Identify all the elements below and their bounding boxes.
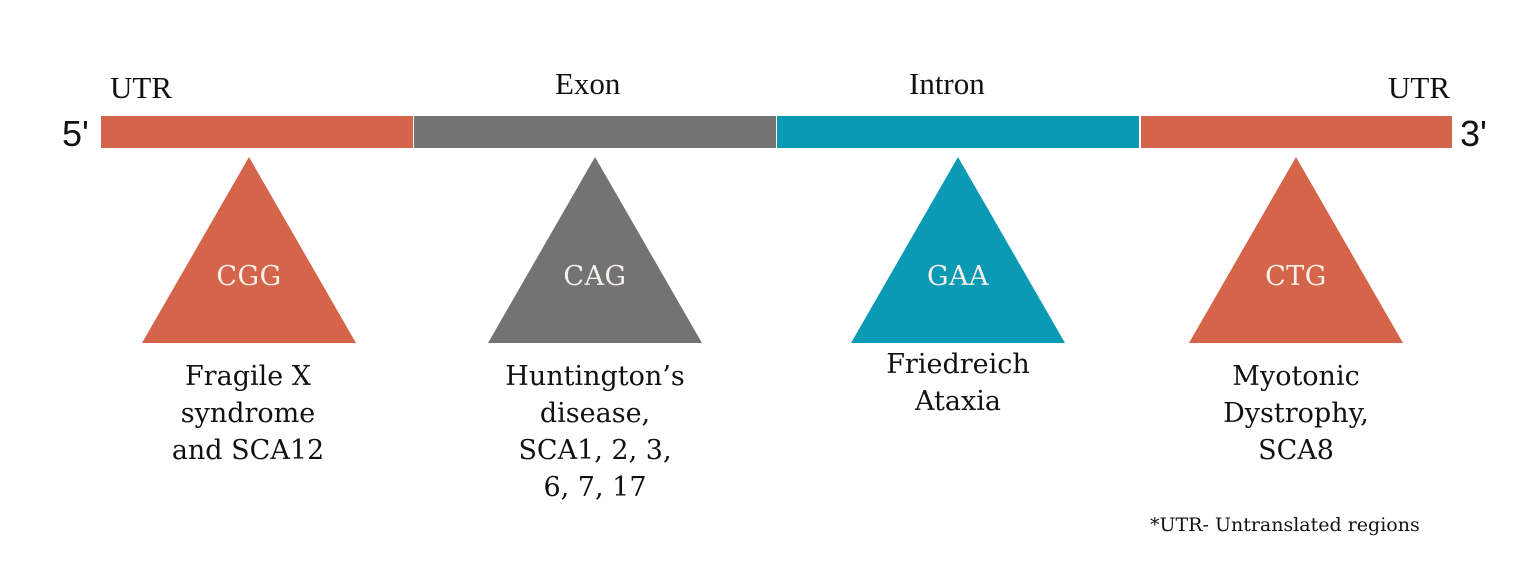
- caption-line: syndrome: [180, 398, 316, 429]
- caption-line: disease,: [539, 398, 651, 429]
- region-label-exon: Exon: [555, 66, 621, 101]
- caption-line: Huntington’s: [505, 361, 685, 392]
- caption-line: SCA1, 2, 3,: [518, 435, 672, 466]
- caption-line: Myotonic: [1232, 361, 1360, 392]
- codon-label: CTG: [1265, 261, 1327, 292]
- three-prime-label: 3': [1460, 113, 1487, 154]
- caption-line: SCA8: [1258, 435, 1334, 466]
- segment-utr-3: [1141, 116, 1452, 148]
- disease-caption-ctg: Myotonic Dystrophy, SCA8: [1166, 358, 1426, 469]
- caption-line: Fragile X: [184, 361, 312, 392]
- repeat-triangle-ctg: CTG: [1189, 157, 1403, 343]
- triangle-icon: [1189, 157, 1403, 343]
- repeat-triangle-cag: CAG: [488, 157, 702, 343]
- triangle-icon: [851, 157, 1065, 343]
- triangle-icon: [142, 157, 356, 343]
- disease-caption-cgg: Fragile X syndrome and SCA12: [118, 358, 378, 469]
- region-label-utr-3: UTR: [1388, 70, 1450, 105]
- codon-label: CGG: [216, 261, 282, 292]
- footnote: *UTR- Untranslated regions: [1150, 514, 1420, 536]
- segment-utr-5: [101, 116, 413, 148]
- codon-label: GAA: [926, 261, 990, 292]
- caption-line: 6, 7, 17: [543, 472, 647, 503]
- repeat-triangle-cgg: CGG: [142, 157, 356, 343]
- region-label-intron: Intron: [909, 66, 985, 101]
- segment-exon: [414, 116, 776, 148]
- disease-caption-gaa: Friedreich Ataxia: [828, 346, 1088, 420]
- caption-line: Ataxia: [915, 386, 1001, 417]
- codon-label: CAG: [563, 261, 627, 292]
- segment-intron: [777, 116, 1139, 148]
- region-label-utr-5: UTR: [110, 70, 172, 105]
- five-prime-label: 5': [62, 113, 89, 154]
- disease-caption-cag: Huntington’s disease, SCA1, 2, 3, 6, 7, …: [465, 358, 725, 506]
- caption-line: and SCA12: [171, 435, 325, 466]
- caption-line: Dystrophy,: [1223, 398, 1369, 429]
- triangle-icon: [488, 157, 702, 343]
- caption-line: Friedreich: [886, 349, 1030, 380]
- repeat-triangle-gaa: GAA: [851, 157, 1065, 343]
